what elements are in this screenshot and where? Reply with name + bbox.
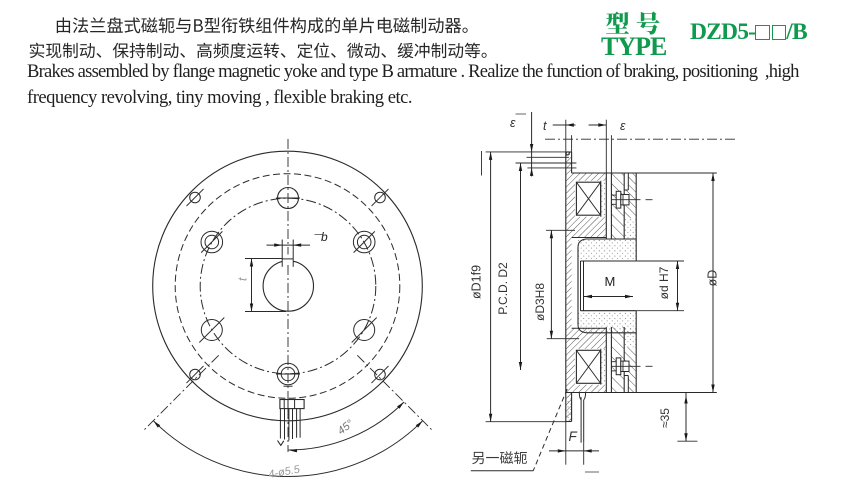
svg-text:F: F xyxy=(569,429,578,444)
svg-text:4-ø5.5: 4-ø5.5 xyxy=(267,463,301,480)
svg-text:øD1f9: øD1f9 xyxy=(470,265,484,299)
svg-text:P.C.D. D2: P.C.D. D2 xyxy=(496,262,510,315)
svg-text:b: b xyxy=(321,230,328,244)
svg-text:ε: ε xyxy=(510,116,516,130)
svg-text:45°: 45° xyxy=(335,417,356,437)
svg-text:t: t xyxy=(543,119,547,133)
svg-text:ød H7: ød H7 xyxy=(657,266,671,299)
svg-text:ε: ε xyxy=(620,119,626,133)
svg-text:≈35: ≈35 xyxy=(658,408,672,428)
svg-text:øD: øD xyxy=(706,270,720,287)
svg-text:t: t xyxy=(236,277,250,281)
svg-text:M: M xyxy=(605,274,616,289)
svg-text:øD3H8: øD3H8 xyxy=(533,283,547,321)
